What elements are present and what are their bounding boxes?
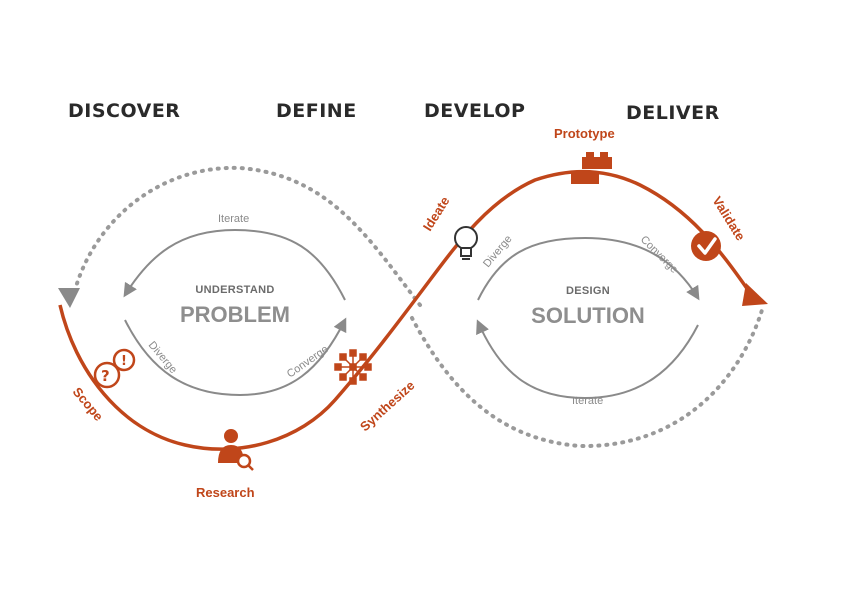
problem-title: PROBLEM	[180, 302, 290, 327]
problem-heading: UNDERSTAND	[195, 284, 274, 296]
light-bulb-icon	[454, 226, 478, 260]
solution-converge-label: Converge	[638, 234, 680, 276]
stage-label-research: Research	[196, 485, 255, 500]
solution-loop: Diverge Converge Iterate DESIGN SOLUTION	[476, 233, 700, 407]
check-badge-icon	[691, 231, 721, 261]
building-block-icon	[571, 152, 612, 184]
dotted-arrow-head-left	[58, 288, 80, 308]
problem-loop: Iterate Diverge Converge UNDERSTAND PROB…	[123, 213, 347, 397]
solution-iterate-label: Iterate	[572, 395, 603, 407]
phase-develop: DEVELOP	[424, 100, 525, 122]
phase-define: DEFINE	[276, 100, 357, 122]
problem-iterate-label: Iterate	[218, 213, 249, 225]
orange-arrow-head	[742, 283, 768, 306]
phase-deliver: DELIVER	[626, 102, 720, 124]
solution-title: SOLUTION	[531, 303, 645, 328]
person-search-icon	[218, 429, 254, 471]
solution-diverge-label: Diverge	[481, 233, 515, 270]
stage-label-synthesize: Synthesize	[357, 378, 418, 435]
dotted-loop-left	[73, 165, 422, 307]
orange-path	[58, 169, 750, 451]
svg-text:!: !	[121, 354, 127, 369]
speech-bubbles-icon: ? !	[93, 348, 136, 389]
stage-label-ideate: Ideate	[420, 194, 453, 234]
svg-text:?: ?	[101, 367, 110, 385]
solution-heading: DESIGN	[566, 285, 610, 297]
phase-discover: DISCOVER	[68, 100, 180, 122]
dotted-loop-right	[410, 308, 764, 449]
stage-label-prototype: Prototype	[554, 126, 615, 141]
network-grid-icon	[334, 349, 372, 385]
problem-converge-label: Converge	[285, 343, 331, 380]
